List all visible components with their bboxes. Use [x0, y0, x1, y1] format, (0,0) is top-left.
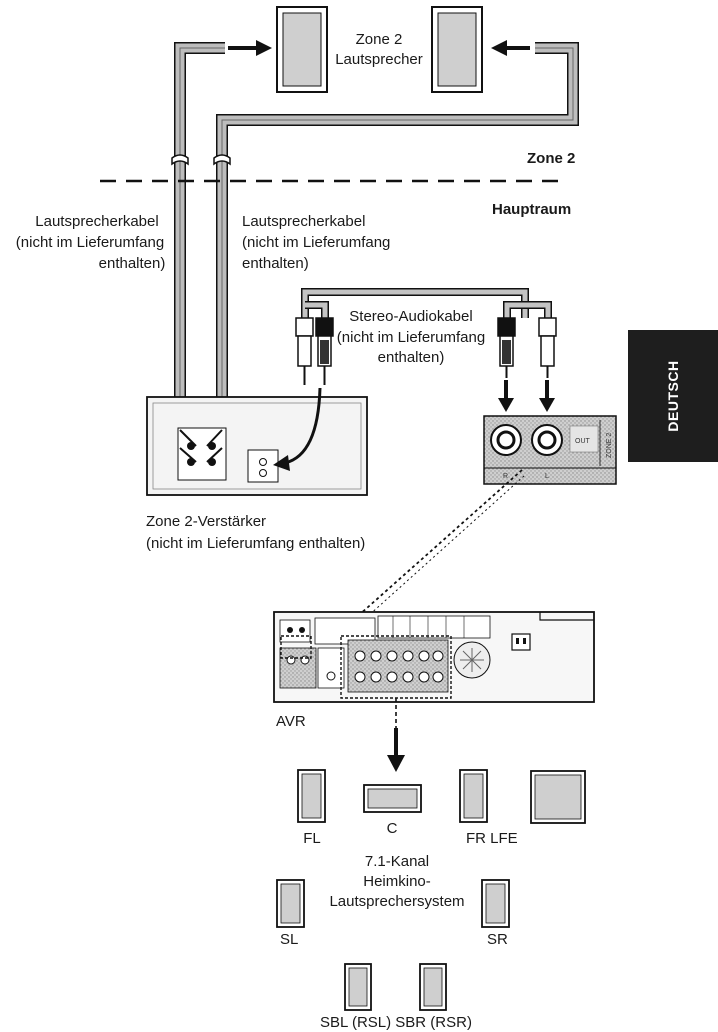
amplifier-label-line2: (nicht im Lieferumfang enthalten): [146, 535, 365, 552]
zone2-jack-zone-label: ZONE 2: [606, 433, 613, 458]
arrow-to-zone2-out-r: [498, 380, 514, 412]
speaker-lfe-subwoofer: [530, 770, 586, 824]
zone2-speakers-label-line2: Lautsprecher: [335, 51, 423, 68]
speaker-sr-label: SR: [487, 931, 508, 948]
speaker-cable-terminations: [179, 429, 223, 463]
stereo-cable-line2: (nicht im Lieferumfang: [337, 329, 485, 346]
main-room-label: Hauptraum: [492, 201, 571, 218]
speaker-c: [363, 784, 422, 813]
speaker-cable-right-line1: Lautsprecherkabel: [242, 213, 365, 230]
avr-rear-panel: [273, 611, 595, 703]
system-label-line2: Heimkino-: [363, 873, 431, 890]
speaker-c-label: C: [387, 820, 398, 837]
zone2-out-label: OUT: [575, 438, 591, 445]
arrow-to-left-speaker: [228, 40, 272, 56]
speaker-sbl-sbr-label: SBL (RSL) SBR (RSR): [320, 1014, 472, 1031]
language-tab-label: DEUTSCH: [665, 360, 681, 432]
speaker-cable-left: [174, 42, 225, 455]
zone2-jack-l-label: L: [545, 473, 549, 480]
speaker-cable-right: [216, 42, 579, 455]
speaker-sbr: [419, 963, 447, 1011]
zone2-speaker-right: [431, 6, 483, 93]
system-label-line1: 7.1-Kanal: [365, 853, 429, 870]
speaker-cable-right-line3: enthalten): [242, 255, 309, 272]
zone2-jack-callout-line-2: [327, 475, 525, 653]
zone2-jack-r-label: R: [503, 473, 508, 480]
rca-plug-red-right: [497, 317, 516, 378]
speaker-cable-left-line2: (nicht im Lieferumfang: [16, 234, 164, 251]
speaker-fl: [297, 769, 326, 823]
speaker-cable-left-line3: enthalten): [99, 255, 166, 272]
stereo-cable-line1: Stereo-Audiokabel: [349, 308, 472, 325]
rca-plug-white-left: [295, 317, 314, 385]
speaker-fl-label: FL: [303, 830, 321, 847]
zone2-speakers-label-line1: Zone 2: [356, 31, 403, 48]
language-tab: DEUTSCH: [628, 330, 718, 462]
rca-plug-red-left: [315, 317, 334, 385]
speaker-sl: [276, 879, 305, 928]
zone2-speaker-left: [276, 6, 328, 93]
stereo-audio-cable: [301, 288, 552, 318]
arrow-to-right-speaker: [491, 40, 530, 56]
zone2-amplifier: [146, 396, 368, 496]
zone2-area-label: Zone 2: [527, 150, 575, 167]
cable-break-marks: [171, 154, 231, 166]
rca-plug-white-right: [538, 317, 557, 378]
speaker-fr: [459, 769, 488, 823]
speaker-fr-lfe-label: FR LFE: [466, 830, 518, 847]
avr-zone2-jack-panel: [483, 415, 617, 485]
stereo-cable-line3: enthalten): [378, 349, 445, 366]
speaker-sr: [481, 879, 510, 928]
arrow-to-zone2-out-l: [539, 380, 555, 412]
avr-zone2-highlight: [280, 635, 312, 659]
system-label-line3: Lautsprechersystem: [329, 893, 464, 910]
speaker-cable-right-line2: (nicht im Lieferumfang: [242, 234, 390, 251]
speaker-sbl: [344, 963, 372, 1011]
amplifier-label-line1: Zone 2-Verstärker: [146, 513, 266, 530]
speaker-cable-left-line1: Lautsprecherkabel: [35, 213, 158, 230]
avr-label: AVR: [276, 713, 306, 730]
arrow-to-amp-input: [273, 387, 322, 471]
speaker-sl-label: SL: [280, 931, 298, 948]
arrow-to-home-theater: [387, 728, 405, 772]
